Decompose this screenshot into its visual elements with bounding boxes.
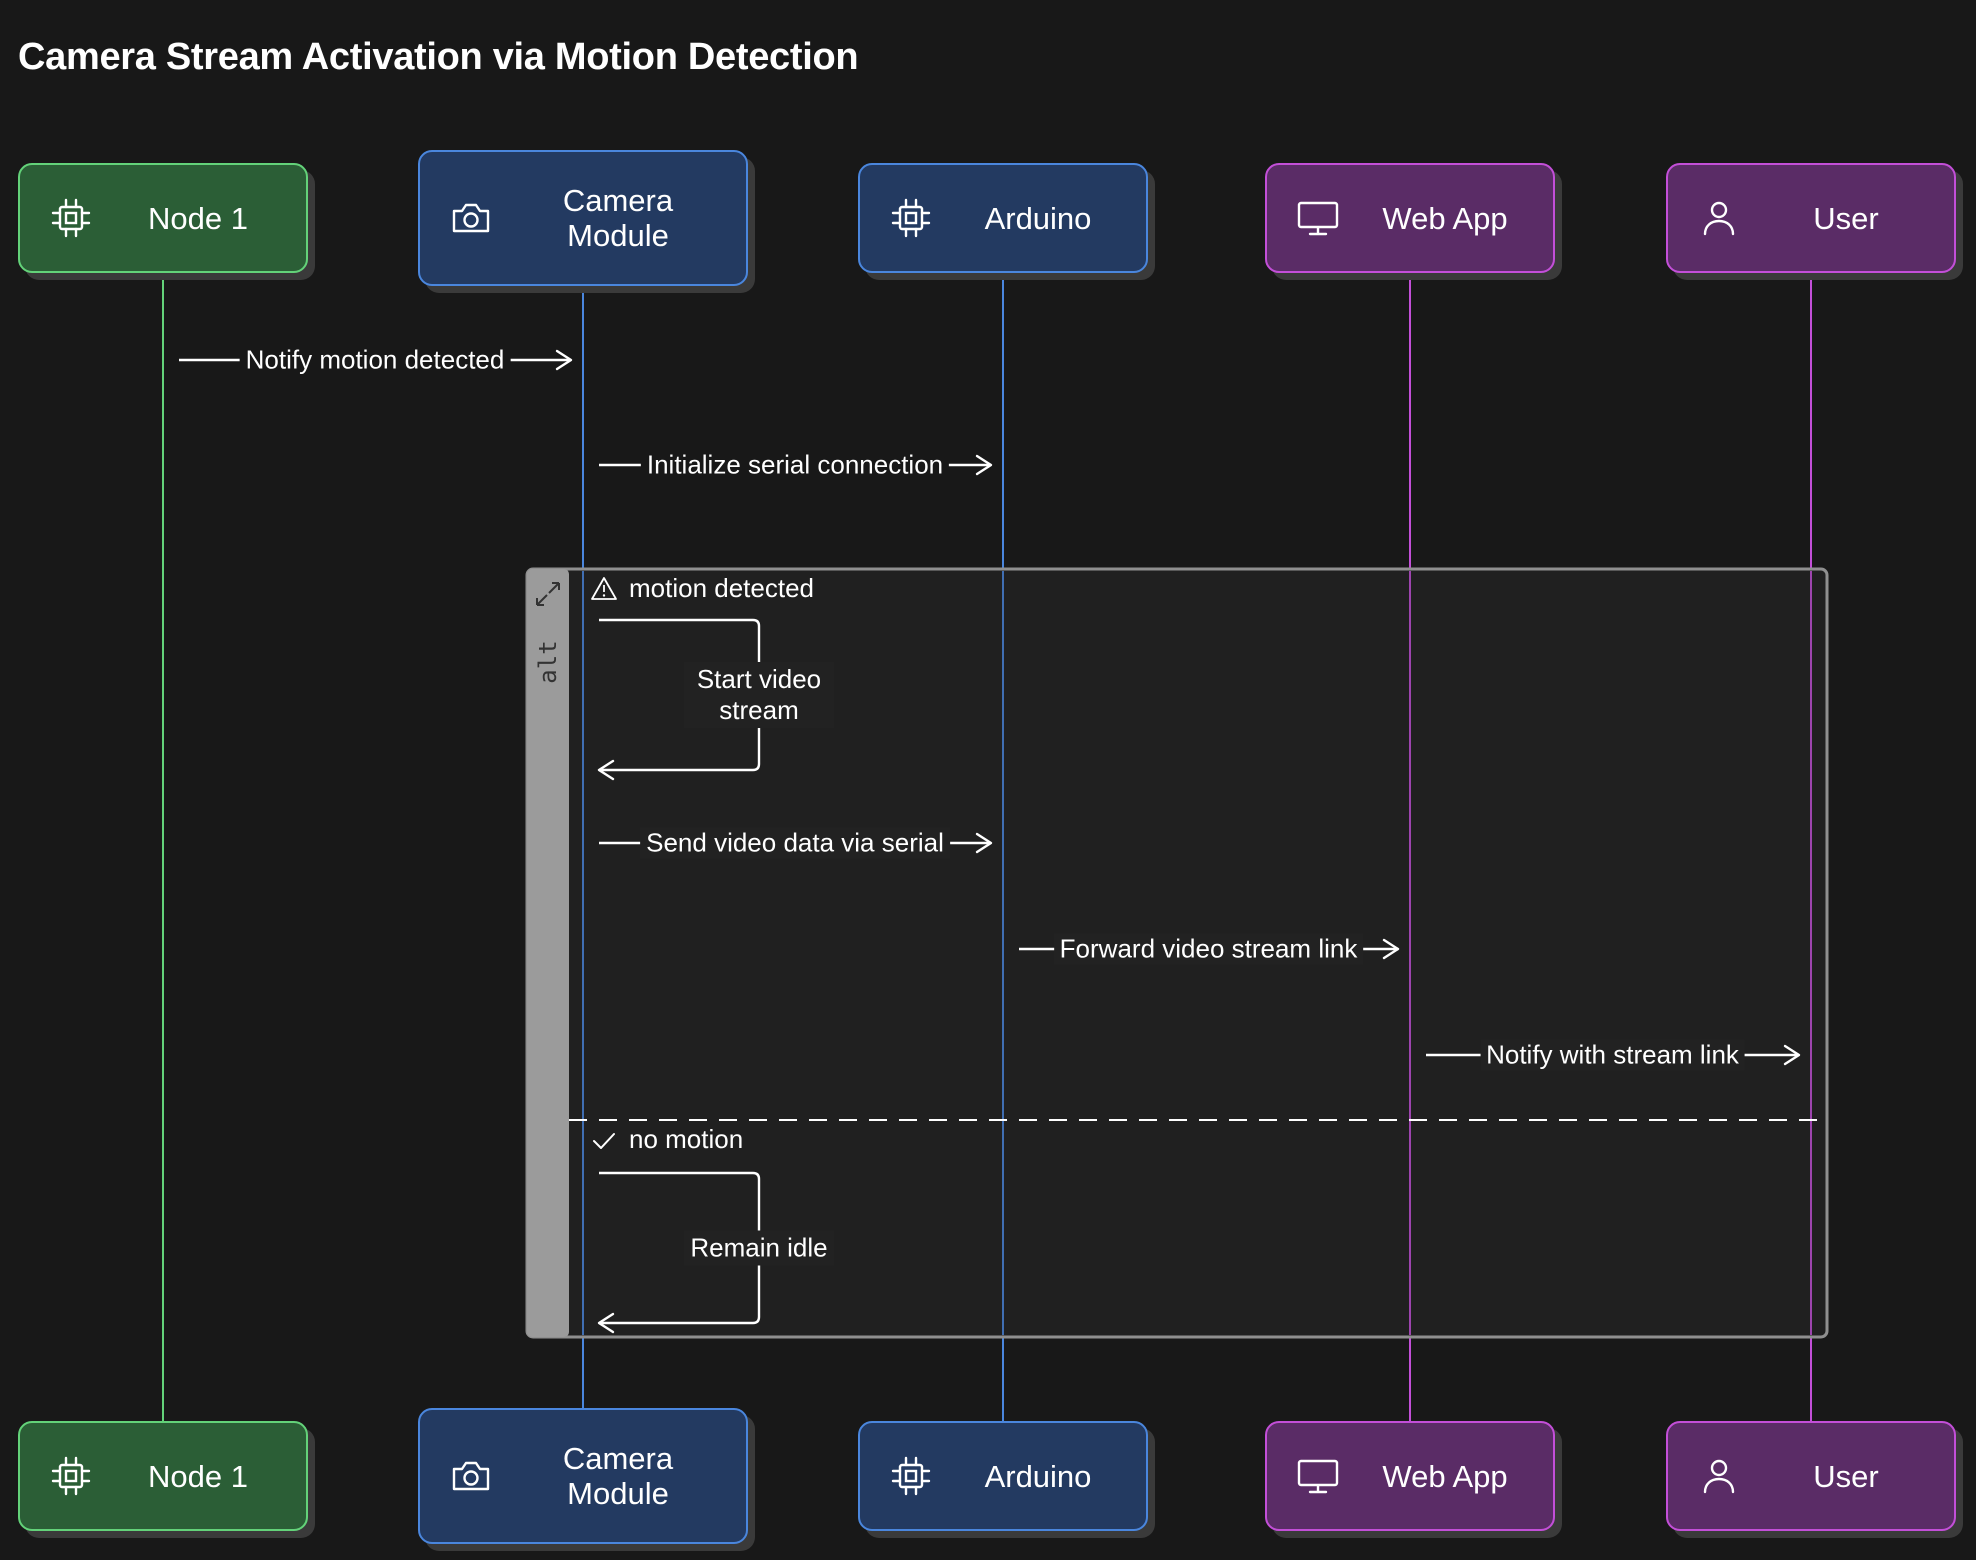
arrowhead (555, 349, 573, 371)
arrowhead (975, 454, 993, 476)
actor-label: Node 1 (148, 1458, 248, 1494)
actor-label: Camera Module (562, 183, 674, 253)
chip-icon (48, 195, 94, 241)
self-message-label: Remain idle (684, 1230, 834, 1266)
message-label: Forward video stream link (1053, 933, 1364, 965)
actor-arduino-top[interactable]: Arduino (858, 163, 1148, 273)
guard-condition: motion detected (589, 573, 814, 604)
actor-arduino-bottom[interactable]: Arduino (858, 1421, 1148, 1531)
warning-icon (591, 576, 617, 600)
user-icon (1696, 195, 1742, 241)
actor-label: Node 1 (148, 200, 248, 236)
actor-label: Arduino (984, 200, 1092, 236)
actor-user-bottom[interactable]: User (1666, 1421, 1956, 1531)
camera-icon (448, 195, 494, 241)
arrowhead (975, 832, 993, 854)
actor-label: Arduino (984, 1458, 1092, 1494)
chip-icon (48, 1453, 94, 1499)
message-label: Notify with stream link (1480, 1039, 1745, 1071)
actor-webapp-top[interactable]: Web App (1265, 163, 1555, 273)
collapse-icon[interactable] (536, 582, 560, 606)
actor-label: Web App (1382, 1458, 1508, 1494)
arrowhead (597, 1312, 615, 1334)
actor-camera-bottom[interactable]: Camera Module (418, 1408, 748, 1544)
message-label: Notify motion detected (239, 344, 511, 376)
actor-user-top[interactable]: User (1666, 163, 1956, 273)
actor-camera-top[interactable]: Camera Module (418, 150, 748, 286)
self-message-label: Start video stream (684, 662, 834, 728)
arrowhead (1783, 1044, 1801, 1066)
chip-icon (888, 195, 934, 241)
actor-node1-bottom[interactable]: Node 1 (18, 1421, 308, 1531)
guard-label: no motion (629, 1124, 744, 1154)
actor-node1-top[interactable]: Node 1 (18, 163, 308, 273)
alt-tag: alt (534, 640, 562, 684)
guard-label: motion detected (629, 573, 815, 603)
alt-tag-bar (527, 569, 569, 1337)
message-label: Initialize serial connection (640, 449, 950, 481)
arrowhead (597, 759, 615, 781)
check-icon (593, 1132, 615, 1149)
actor-label: Camera Module (562, 1441, 674, 1511)
diagram-title: Camera Stream Activation via Motion Dete… (18, 36, 859, 78)
user-icon (1696, 1453, 1742, 1499)
monitor-icon (1295, 195, 1341, 241)
actor-label: User (1813, 200, 1879, 236)
arrowhead (1382, 938, 1400, 960)
message-label: Send video data via serial (640, 827, 950, 859)
chip-icon (888, 1453, 934, 1499)
actor-label: User (1813, 1458, 1879, 1494)
actor-webapp-bottom[interactable]: Web App (1265, 1421, 1555, 1531)
monitor-icon (1295, 1453, 1341, 1499)
guard-condition: no motion (589, 1124, 743, 1155)
camera-icon (448, 1453, 494, 1499)
actor-label: Web App (1382, 200, 1508, 236)
